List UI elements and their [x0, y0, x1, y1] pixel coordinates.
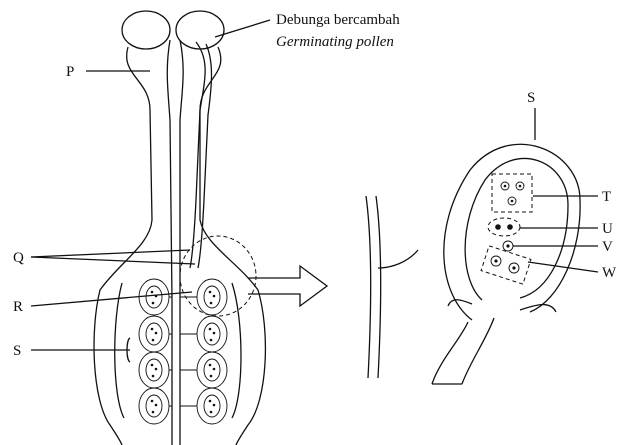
ovules-left-column	[139, 279, 169, 424]
stigma-left-lobe	[122, 11, 170, 49]
ovule	[197, 316, 227, 352]
ovule	[139, 316, 169, 352]
style-inner-edges	[167, 40, 183, 445]
leader-pollen	[215, 20, 270, 37]
leader-q-1	[31, 250, 190, 257]
label-v: V	[602, 239, 613, 255]
inner-integument	[465, 158, 568, 300]
antipodal-box	[492, 174, 532, 212]
embryo-sac	[146, 286, 162, 308]
label-u: U	[602, 221, 613, 237]
ovule-nuclei	[151, 291, 216, 414]
ovule	[197, 279, 227, 315]
synergids-box	[481, 246, 531, 284]
pollen-caption: Debunga bercambah Germinating pollen	[215, 12, 400, 50]
left-labels: P Q R S	[13, 64, 195, 362]
funicle	[432, 318, 494, 384]
pollen-caption-english: Germinating pollen	[276, 34, 394, 50]
polar-nuclei-box	[488, 218, 520, 236]
embryo-sac	[204, 359, 220, 381]
ovule	[139, 279, 169, 315]
enlarged-ovule: S	[366, 90, 580, 384]
funicle-stalks	[169, 297, 197, 406]
leader-q-2	[31, 257, 195, 264]
stigma-right-lobe	[176, 11, 224, 49]
embryo-sac	[204, 395, 220, 417]
embryo-sac	[146, 395, 162, 417]
polar-nucleus	[495, 224, 501, 230]
outer-integument	[444, 144, 580, 320]
polar-nucleus	[507, 224, 513, 230]
ovules-right-column	[197, 279, 227, 424]
label-s-right: S	[527, 90, 535, 106]
embryo-sac	[146, 323, 162, 345]
label-q: Q	[13, 250, 24, 266]
embryo-sac	[204, 286, 220, 308]
pistil-diagram	[94, 11, 327, 445]
leader-w	[528, 262, 598, 272]
ovule	[139, 352, 169, 388]
magnify-arrow	[248, 266, 327, 306]
ovule	[197, 352, 227, 388]
ovary-inner-wall	[115, 283, 241, 418]
ovule	[197, 388, 227, 424]
label-w: W	[602, 265, 617, 281]
label-t: T	[602, 189, 611, 205]
pollen-tube	[190, 42, 212, 268]
embryo-sac	[204, 323, 220, 345]
ovary-wall-fragment	[366, 196, 418, 378]
label-s-left: S	[13, 343, 21, 359]
ovule	[139, 388, 169, 424]
pollen-caption-malay: Debunga bercambah	[276, 12, 400, 28]
embryo-sac	[146, 359, 162, 381]
label-r: R	[13, 299, 23, 315]
label-p: P	[66, 64, 74, 80]
micropyle-lips	[448, 300, 556, 312]
